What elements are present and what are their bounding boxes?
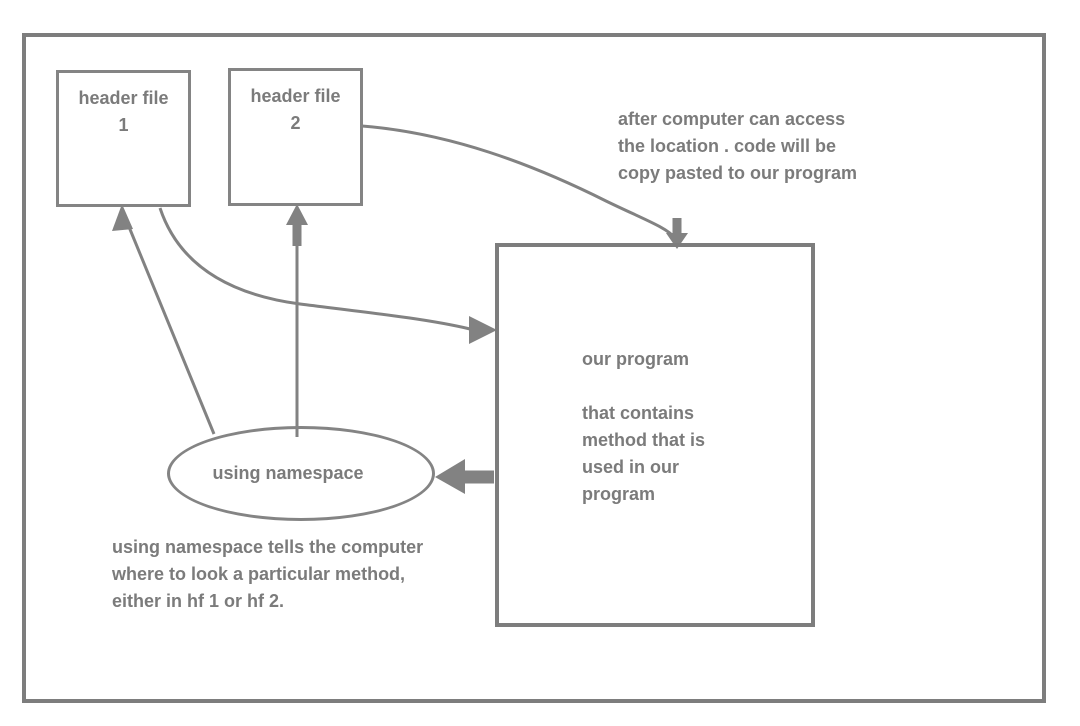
- header-file-1-label: header file 1: [78, 88, 169, 135]
- diagram-outer-frame: [22, 33, 1046, 703]
- annotation-copy-paste: after computer can access the location .…: [618, 109, 858, 183]
- header-file-2-label: header file 2: [250, 86, 341, 133]
- node-header-file-1: header file 1: [56, 70, 191, 207]
- annotation-using-namespace: using namespace tells the computer where…: [112, 537, 424, 611]
- node-our-program: our program that contains method that is…: [495, 243, 815, 627]
- node-header-file-2: header file 2: [228, 68, 363, 206]
- using-namespace-label: using namespace: [212, 463, 364, 483]
- node-using-namespace: using namespace: [167, 426, 435, 521]
- our-program-label: our program that contains method that is…: [582, 349, 706, 504]
